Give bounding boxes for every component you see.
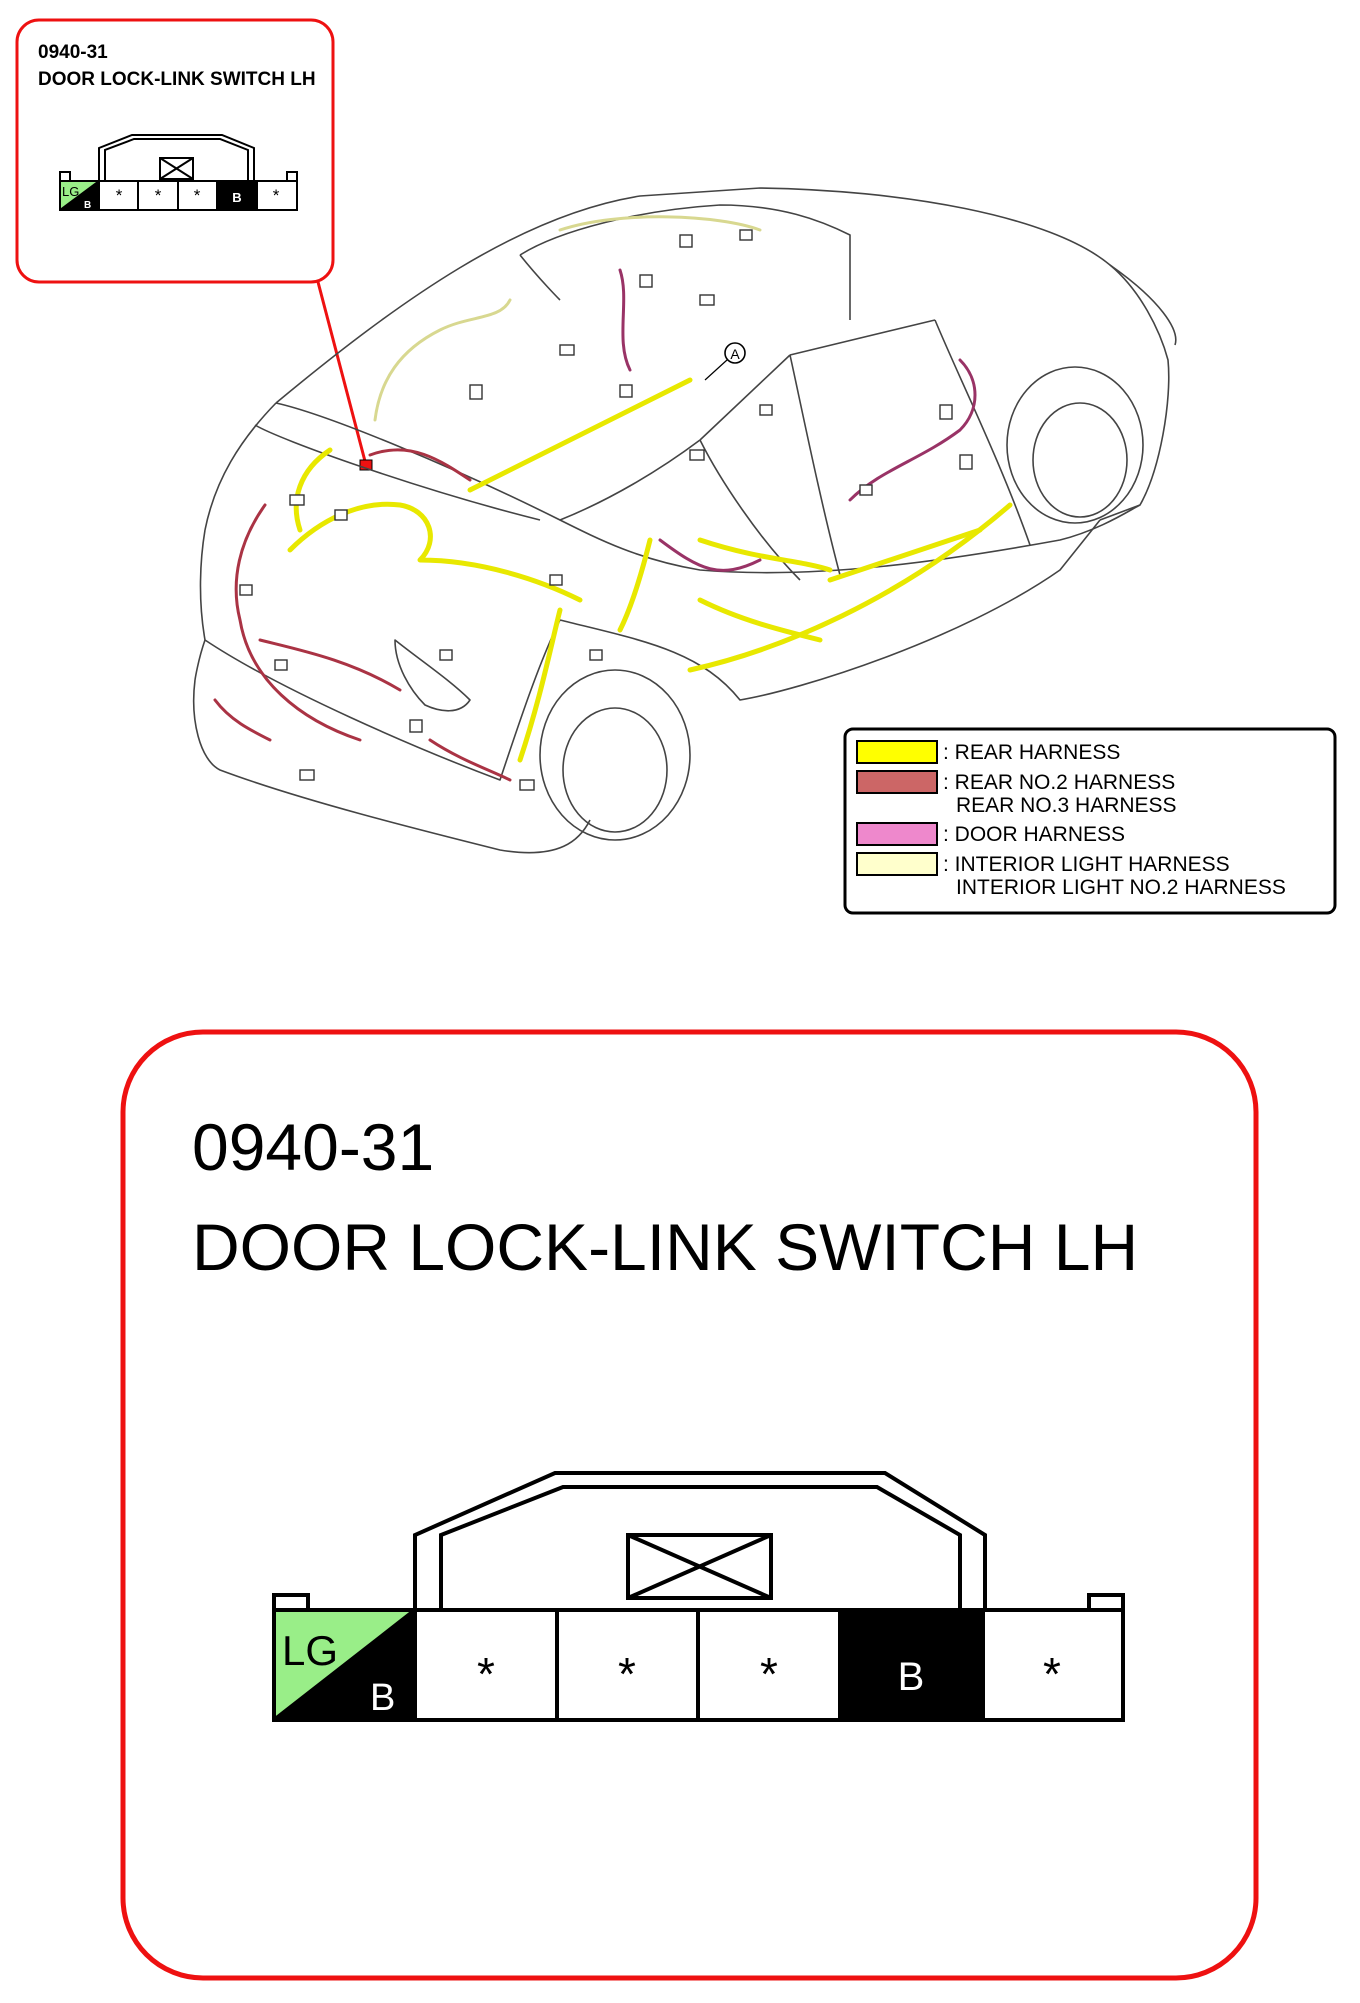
legend-label-3-1: : DOOR HARNESS xyxy=(943,823,1125,846)
small-terminal-4-label: * xyxy=(194,186,201,205)
large-terminal-5-label: B xyxy=(898,1655,925,1699)
large-callout-border xyxy=(120,1029,1259,1981)
door-harness-roof xyxy=(618,268,632,372)
legend-border xyxy=(843,727,1337,915)
rear-no2-harness-tailgate xyxy=(234,503,362,742)
side-belt-line xyxy=(559,504,1141,574)
small-connector-name: DOOR LOCK-LINK SWITCH LH xyxy=(38,69,316,90)
interior-light-harness xyxy=(373,215,762,422)
small-terminal-5-label: B xyxy=(232,190,241,205)
rear-wheel-arch xyxy=(539,669,691,841)
rear-harness-roof-run xyxy=(467,377,693,493)
small-terminals: LG B B * * * * xyxy=(59,180,298,211)
large-terminal-5-fill xyxy=(840,1610,983,1720)
large-terminal-3-label: * xyxy=(618,1648,636,1700)
front-outline xyxy=(1099,264,1170,521)
large-right-tab xyxy=(1087,1593,1125,1610)
rear-no2-harness xyxy=(213,448,512,782)
small-connector-housing-inner xyxy=(104,138,249,181)
large-lock-box xyxy=(626,1533,773,1600)
rear-harness xyxy=(287,377,1013,763)
rear-bumper xyxy=(192,679,591,854)
small-terminal-6-label: * xyxy=(273,186,280,205)
large-lock-cross-b xyxy=(627,1533,772,1600)
legend-label-4-2: INTERIOR LIGHT NO.2 HARNESS xyxy=(956,876,1286,899)
legend-label-2-1: : REAR NO.2 HARNESS xyxy=(943,771,1175,794)
harness-connectors xyxy=(239,229,973,791)
small-callout-border xyxy=(15,18,335,284)
large-terminal-1-top: LG xyxy=(282,1627,338,1674)
rear-lamp xyxy=(394,639,471,712)
large-connector-housing-inner xyxy=(439,1485,962,1610)
legend-swatch-4 xyxy=(856,852,938,876)
rear-window-bottom xyxy=(254,424,541,521)
large-connector-name: DOOR LOCK-LINK SWITCH LH xyxy=(192,1210,1138,1284)
small-connector-housing xyxy=(98,134,255,181)
legend-label-2-2: REAR NO.3 HARNESS xyxy=(956,794,1177,817)
legend-swatch-2 xyxy=(856,770,938,794)
front-wheel xyxy=(1032,402,1128,518)
small-callout: 0940-31 DOOR LOCK-LINK SWITCH LH LG B B … xyxy=(15,18,335,284)
large-connector-housing xyxy=(413,1471,987,1610)
tailgate-body xyxy=(199,529,561,781)
small-terminal-3-label: * xyxy=(155,186,162,205)
rear-harness-quarter xyxy=(517,607,563,763)
large-terminal-4-label: * xyxy=(760,1648,778,1700)
legend-label-4-1: : INTERIOR LIGHT HARNESS xyxy=(943,853,1230,876)
rear-wheel xyxy=(562,707,668,833)
front-wheel-arch xyxy=(1006,366,1144,524)
small-connector-code: 0940-31 xyxy=(38,42,108,63)
callout-leader-line xyxy=(316,281,368,466)
small-lock-cross-b xyxy=(159,157,194,180)
tailgate-left xyxy=(204,402,277,531)
roof-outline xyxy=(275,187,1177,404)
door-harness-front xyxy=(848,358,977,502)
small-connector xyxy=(59,134,298,182)
rear-harness-sill-run xyxy=(687,502,1013,673)
c-pillar xyxy=(699,439,801,581)
small-terminal-2-label: * xyxy=(116,186,123,205)
rear-window-top xyxy=(275,402,701,521)
large-callout: 0940-31 DOOR LOCK-LINK SWITCH LH LG B B … xyxy=(120,1029,1259,1981)
roof-frame xyxy=(519,204,851,320)
rear-harness-sill-upper xyxy=(827,527,983,583)
large-connector-code: 0940-31 xyxy=(192,1110,434,1184)
connector-location-marker xyxy=(359,459,373,471)
large-terminal-2-label: * xyxy=(477,1648,495,1700)
large-terminal-6-label: * xyxy=(1043,1648,1061,1700)
small-lock-box xyxy=(159,157,194,180)
b-pillar xyxy=(789,354,841,576)
legend-swatch-1 xyxy=(856,740,938,764)
a-pillar xyxy=(934,319,1031,546)
interior-light-harness-run xyxy=(373,298,512,422)
legend-label-1-1: : REAR HARNESS xyxy=(943,741,1120,764)
small-terminal-5-fill xyxy=(217,181,257,210)
large-terminal-1-bottom: B xyxy=(370,1677,395,1719)
large-left-tab xyxy=(272,1593,310,1610)
small-terminal-1-top: LG xyxy=(62,184,79,199)
legend-swatch-3 xyxy=(856,822,938,846)
lower-body xyxy=(559,519,1101,701)
svg-text:A: A xyxy=(730,346,740,362)
large-terminals: LG B B * * * * xyxy=(272,1608,1125,1722)
large-connector xyxy=(272,1471,1125,1610)
location-marker-a: A xyxy=(704,342,746,381)
side-window-top xyxy=(789,319,936,356)
small-terminal-1-bottom: B xyxy=(84,200,91,211)
door-harness xyxy=(618,268,977,572)
rear-harness-floor-run xyxy=(697,537,833,573)
